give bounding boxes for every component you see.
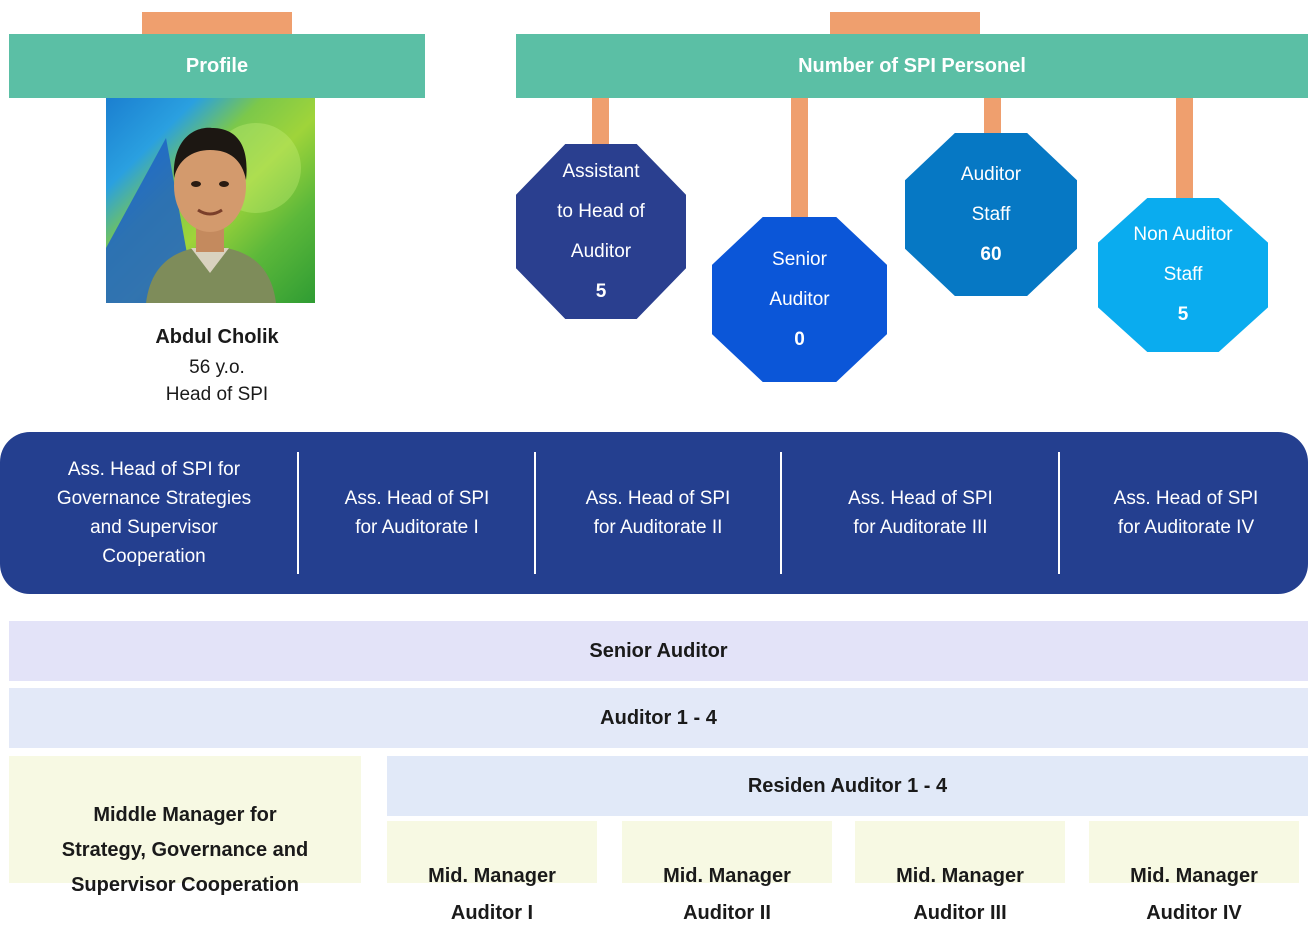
group-label: Non Auditor Staff (1133, 224, 1233, 285)
mid-manager-auditor-1: Mid. Manager Auditor I (387, 821, 597, 924)
personnel-group-assistant: Assistant to Head of Auditor 5 (516, 144, 686, 319)
profile-age: 56 y.o. (106, 355, 328, 380)
group-label: Senior Auditor (769, 248, 830, 310)
assistant-head-label: Ass. Head of SPI for Auditorate I (344, 488, 490, 538)
profile-name-text: Abdul Cholik (155, 326, 279, 348)
profile-age-text: 56 y.o. (189, 357, 245, 378)
middle-manager-strategy-label: Middle Manager for Strategy, Governance … (61, 804, 309, 896)
assistant-head-label: Ass. Head of SPI for Governance Strategi… (56, 459, 252, 567)
residen-auditor-row: Residen Auditor 1 - 4 (387, 756, 1308, 816)
auditor-label: Auditor 1 - 4 (600, 706, 717, 729)
group-label: Assistant to Head of Auditor (557, 160, 645, 262)
stem-assistant (592, 98, 609, 156)
divider (534, 452, 536, 574)
assistant-head-auditorate-3: Ass. Head of SPI for Auditorate III (783, 432, 1058, 594)
stem-non-auditor-staff (1176, 98, 1193, 212)
assistant-head-label: Ass. Head of SPI for Auditorate III (848, 488, 993, 538)
senior-auditor-label: Senior Auditor (589, 639, 728, 662)
senior-auditor-row: Senior Auditor (9, 621, 1308, 681)
personnel-header-label: Number of SPI Personel (798, 54, 1026, 77)
mid-manager-auditor-2: Mid. Manager Auditor II (622, 821, 832, 924)
profile-name: Abdul Cholik (106, 325, 328, 350)
mid-manager-auditor-4: Mid. Manager Auditor IV (1089, 821, 1299, 924)
group-count: 5 (595, 280, 607, 302)
group-count: 0 (794, 328, 805, 350)
group-count: 60 (980, 243, 1002, 265)
profile-photo (106, 98, 315, 303)
assistant-head-label: Ass. Head of SPI for Auditorate II (585, 488, 731, 538)
profile-position: Head of SPI (106, 382, 328, 407)
assistant-head-auditorate-1: Ass. Head of SPI for Auditorate I (300, 432, 534, 594)
personnel-header: Number of SPI Personel (516, 34, 1308, 98)
mid-manager-label: Mid. Manager Auditor II (663, 865, 791, 924)
personnel-group-non-auditor-staff: Non Auditor Staff 5 (1098, 198, 1268, 352)
person-portrait-icon (106, 123, 301, 303)
assistant-head-auditorate-4: Ass. Head of SPI for Auditorate IV (1061, 432, 1308, 594)
assistant-heads-band: Ass. Head of SPI for Governance Strategi… (0, 432, 1308, 594)
group-count: 5 (1177, 304, 1189, 325)
divider (297, 452, 299, 574)
assistant-head-auditorate-2: Ass. Head of SPI for Auditorate II (537, 432, 779, 594)
stem-auditor-staff (984, 98, 1001, 144)
mid-manager-auditor-3: Mid. Manager Auditor III (855, 821, 1065, 924)
middle-manager-strategy: Middle Manager for Strategy, Governance … (9, 756, 361, 896)
profile-header: Profile (9, 34, 425, 98)
profile-header-label: Profile (185, 54, 249, 77)
auditor-row: Auditor 1 - 4 (9, 688, 1308, 748)
stem-senior-auditor (791, 98, 808, 233)
mid-manager-label: Mid. Manager Auditor III (896, 865, 1024, 924)
residen-auditor-label: Residen Auditor 1 - 4 (747, 774, 948, 797)
personnel-group-auditor-staff: Auditor Staff 60 (905, 133, 1077, 296)
mid-manager-label: Mid. Manager Auditor IV (1130, 865, 1258, 924)
profile-position-text: Head of SPI (165, 384, 269, 405)
mid-manager-label: Mid. Manager Auditor I (428, 865, 556, 924)
divider (780, 452, 782, 574)
group-label: Auditor Staff (960, 163, 1022, 225)
assistant-head-governance: Ass. Head of SPI for Governance Strategi… (20, 432, 288, 594)
assistant-head-label: Ass. Head of SPI for Auditorate IV (1113, 488, 1259, 538)
personnel-group-senior-auditor: Senior Auditor 0 (712, 217, 887, 382)
divider (1058, 452, 1060, 574)
